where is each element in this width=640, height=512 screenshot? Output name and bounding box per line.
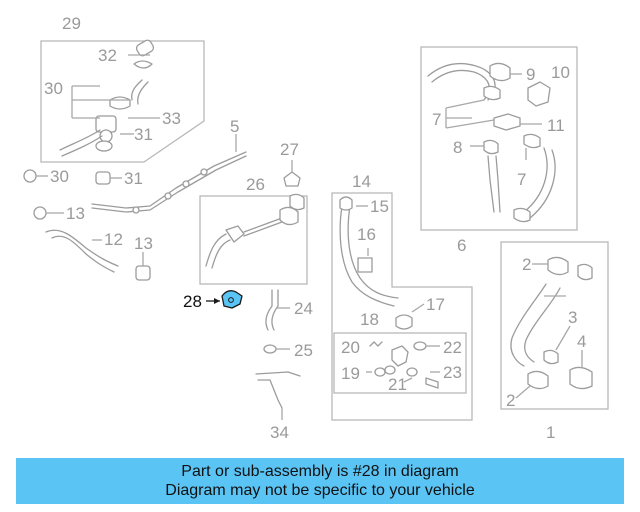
callout-21: 21 bbox=[388, 375, 407, 394]
callout-18: 18 bbox=[360, 310, 379, 329]
callout-9: 9 bbox=[526, 65, 535, 84]
callout-6: 6 bbox=[457, 236, 466, 255]
callout-4: 4 bbox=[577, 332, 586, 351]
group-1-parts bbox=[510, 256, 593, 399]
callout-7-b: 7 bbox=[517, 170, 526, 189]
callout-2-b: 2 bbox=[506, 391, 515, 410]
callout-28[interactable]: 28 bbox=[183, 292, 202, 311]
callout-2: 2 bbox=[522, 255, 531, 274]
group-26-parts bbox=[205, 160, 305, 269]
group-box-6 bbox=[420, 46, 578, 231]
callout-30-loose: 30 bbox=[50, 167, 69, 186]
group-box-1 bbox=[500, 241, 609, 410]
callout-13: 13 bbox=[66, 204, 85, 223]
callout-20: 20 bbox=[341, 338, 360, 357]
parts-diagram: 29 32 30 33 31 30 31 5 13 12 13 27 26 28… bbox=[23, 14, 609, 442]
callout-22: 22 bbox=[443, 338, 462, 357]
banner-line-2: Diagram may not be specific to your vehi… bbox=[165, 482, 475, 499]
group-box-18 bbox=[333, 332, 467, 394]
callout-25: 25 bbox=[294, 341, 313, 360]
callout-19: 19 bbox=[341, 364, 360, 383]
callout-13-b: 13 bbox=[134, 234, 153, 253]
callout-15: 15 bbox=[370, 197, 389, 216]
group-box-29 bbox=[40, 40, 205, 163]
banner-line-1: Part or sub-assembly is #28 in diagram bbox=[181, 463, 459, 480]
callout-5: 5 bbox=[230, 117, 239, 136]
callout-24: 24 bbox=[294, 299, 313, 318]
callout-7: 7 bbox=[432, 110, 441, 129]
callout-33: 33 bbox=[162, 109, 181, 128]
callout-11: 11 bbox=[547, 116, 565, 135]
loose-parts-center bbox=[255, 289, 301, 420]
info-banner: Part or sub-assembly is #28 in diagram D… bbox=[16, 458, 624, 504]
loose-parts-left bbox=[23, 169, 151, 281]
callout-16: 16 bbox=[357, 225, 376, 244]
group-box-14 bbox=[331, 192, 473, 421]
callout-10: 10 bbox=[551, 63, 570, 82]
callout-12: 12 bbox=[104, 230, 123, 249]
group-14-parts bbox=[339, 196, 425, 330]
group-6-parts bbox=[427, 62, 556, 223]
callout-8: 8 bbox=[453, 138, 462, 157]
callout-17: 17 bbox=[426, 295, 445, 314]
callout-23: 23 bbox=[443, 363, 462, 382]
callout-3: 3 bbox=[568, 308, 577, 327]
callout-31-loose: 31 bbox=[124, 169, 143, 188]
callout-27: 27 bbox=[280, 140, 299, 159]
callout-26: 26 bbox=[246, 175, 265, 194]
callout-1: 1 bbox=[546, 423, 555, 442]
callout-31: 31 bbox=[134, 125, 153, 144]
group-29-parts bbox=[59, 39, 160, 157]
callout-14: 14 bbox=[352, 172, 371, 191]
group-18-parts bbox=[366, 341, 440, 389]
highlighted-part-28[interactable] bbox=[206, 290, 243, 309]
callout-34: 34 bbox=[270, 423, 289, 442]
group-box-26 bbox=[199, 195, 308, 285]
callout-29: 29 bbox=[62, 14, 81, 33]
callout-32: 32 bbox=[98, 46, 117, 65]
rail-5 bbox=[91, 134, 247, 214]
callout-30: 30 bbox=[44, 79, 63, 98]
